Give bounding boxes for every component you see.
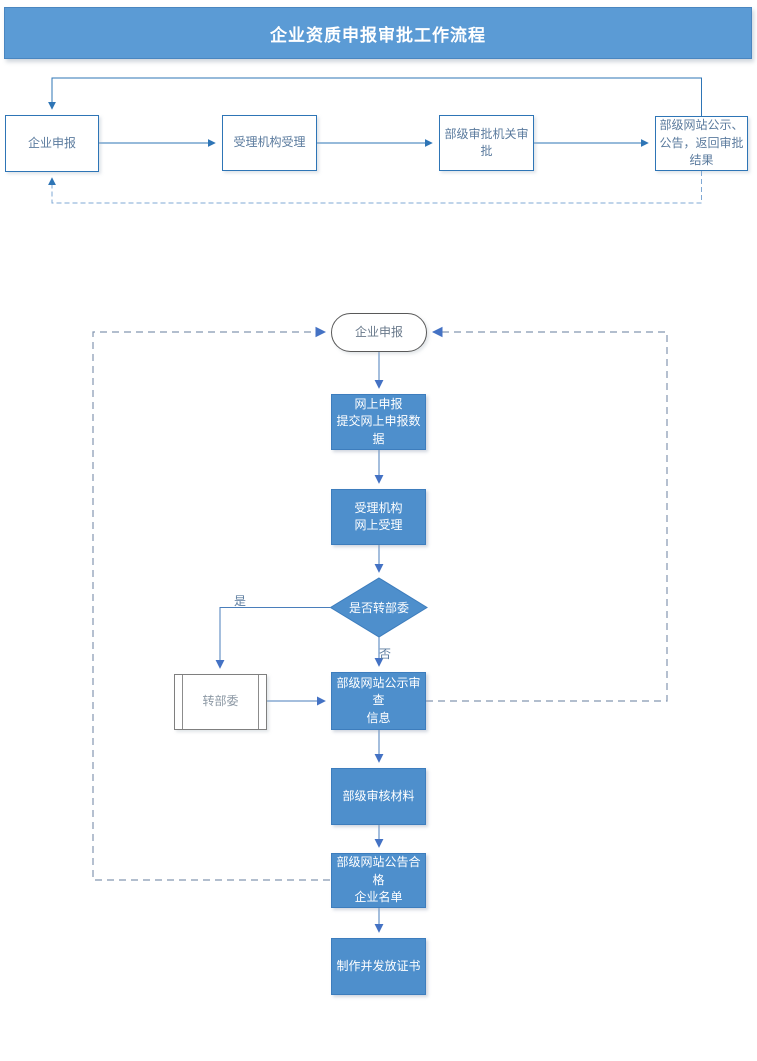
arrow-feedback-top (48, 77, 702, 116)
top-node-enterprise-apply: 企业申报 (5, 115, 99, 172)
node-issue-certificate: 制作并发放证书 (331, 938, 426, 995)
node-announce-qualified-list: 部级网站公告合格 企业名单 (331, 853, 426, 908)
top-node-agency-accept: 受理机构受理 (222, 115, 317, 171)
node-online-apply: 网上申报 提交网上申报数据 (331, 394, 426, 450)
node-publicity-review-info: 部级网站公示审查 信息 (331, 672, 426, 730)
page-title: 企业资质申报审批工作流程 (4, 7, 752, 59)
top-node-ministry-approve: 部级审批机关审批 (439, 115, 534, 171)
dashed-loop-publicity-to-start (426, 326, 668, 702)
transfer-label: 转部委 (202, 694, 239, 709)
arrow-feedback-bottom-dashed (48, 171, 702, 204)
start-node-enterprise-apply: 企业申报 (331, 313, 427, 352)
arrow-decision-yes-to-transfer (215, 607, 330, 669)
subprocess-bar-right (258, 675, 259, 729)
decision-yes-label: 是 (233, 594, 246, 608)
dashed-loop-announce-to-start (92, 326, 330, 881)
node-transfer-ministry: 转部委 (174, 674, 267, 730)
decision-no-label: 否 (378, 647, 391, 661)
decision-label: 是否转部委 (348, 601, 409, 615)
node-ministry-review-materials: 部级审核材料 (331, 768, 426, 825)
subprocess-bar-left (182, 675, 183, 729)
node-online-accept: 受理机构 网上受理 (331, 489, 426, 545)
top-node-publish-result: 部级网站公示、公告，返回审批结果 (655, 116, 748, 171)
